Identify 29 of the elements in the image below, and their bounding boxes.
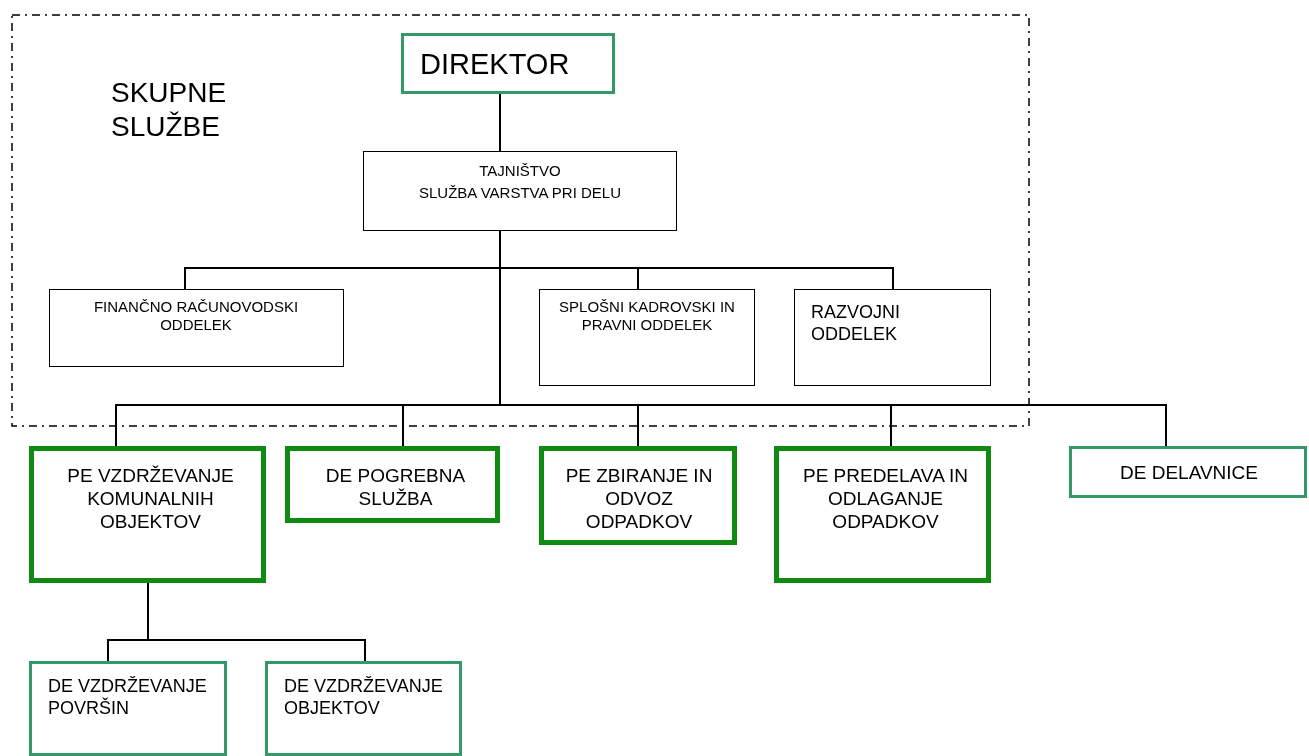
box-label: RAZVOJNI ODDELEK: [811, 302, 901, 346]
department-box: [794, 289, 991, 386]
unit-box: [539, 446, 737, 545]
connector-line: [147, 582, 366, 662]
box-label: DE VZDRŽEVANJE OBJEKTOV: [284, 676, 444, 720]
unit-box: [774, 446, 991, 583]
box-label: PE ZBIRANJE IN ODVOZ ODPADKOV: [564, 465, 714, 534]
box-label: SPLOŠNI KADROVSKI IN PRAVNI ODDELEK: [558, 298, 736, 334]
box-label: PE PREDELAVA IN ODLAGANJE ODPADKOV: [801, 465, 970, 534]
department-box: [49, 289, 344, 367]
box-label: SLUŽBA VARSTVA PRI DELU: [418, 184, 622, 202]
department-box: [539, 289, 755, 386]
box-label: DE DELAVNICE: [1119, 462, 1259, 485]
group-region: [11, 14, 1030, 427]
department-box: [363, 151, 677, 231]
box-label: FINANČNO RAČUNOVODSKI ODDELEK: [92, 298, 300, 334]
connector-line: [499, 93, 501, 152]
box-label: DE POGREBNA SLUŽBA: [324, 465, 467, 511]
unit-box: [265, 661, 462, 756]
box-label: PE VZDRŽEVANJE KOMUNALNIH OBJEKTOV: [66, 465, 235, 534]
box-label: TAJNIŠTVO: [478, 162, 562, 180]
unit-box: [29, 446, 266, 583]
box-label: DE VZDRŽEVANJE POVRŠIN: [48, 676, 208, 720]
group-heading: SKUPNE SLUŽBE: [111, 76, 228, 144]
box-label: DIREKTOR: [420, 47, 571, 82]
unit-box: [401, 33, 615, 94]
unit-box: [285, 446, 500, 523]
unit-box: [29, 661, 227, 756]
unit-box: [1069, 446, 1307, 498]
